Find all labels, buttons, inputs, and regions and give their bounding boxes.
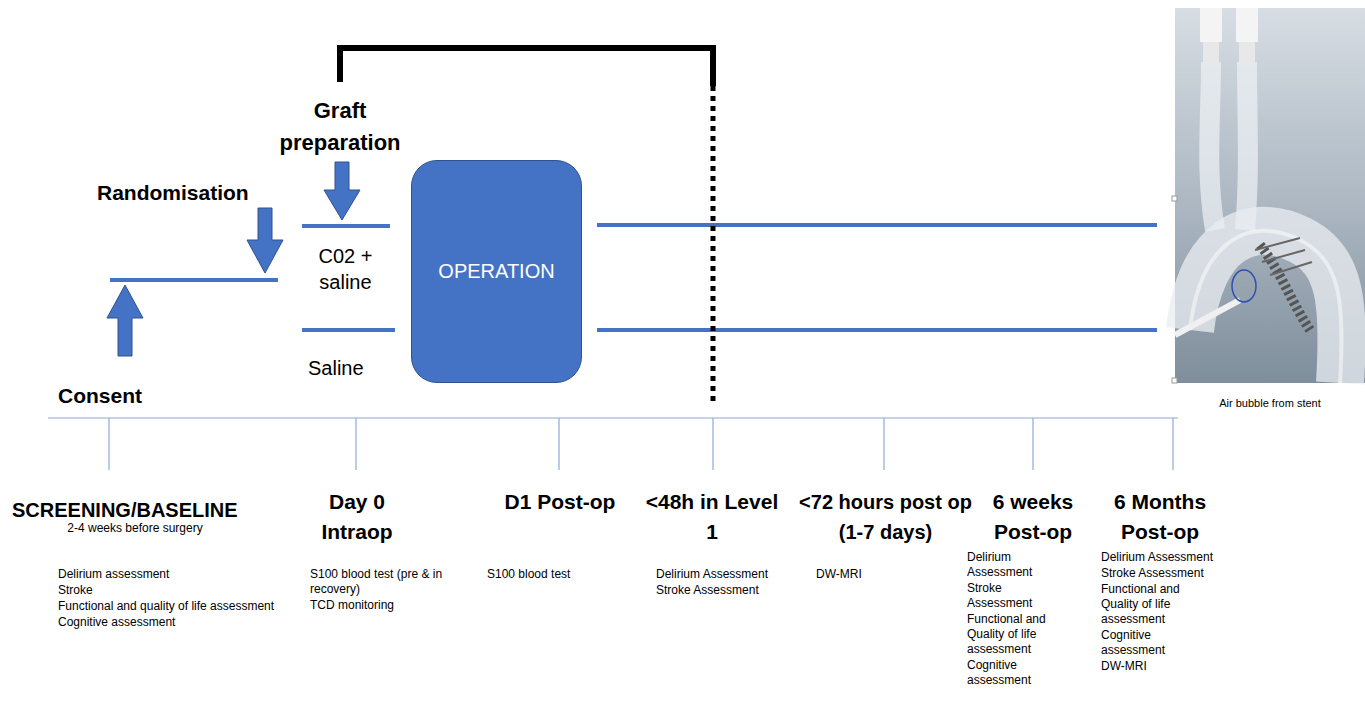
assessment-item: Functional and quality of life assessmen… (58, 599, 298, 614)
assessment-item: Stroke (58, 583, 298, 598)
assessment-item: Functional and Quality of life assessmen… (1101, 582, 1216, 627)
assessment-list: Delirium AssessmentStroke AssessmentFunc… (1101, 550, 1216, 675)
process-box: OPERATION (411, 160, 582, 383)
aortic-model-photo (1172, 8, 1365, 383)
assessment-list: Delirium AssessmentStroke Assessment (656, 567, 796, 599)
assessment-item: Delirium Assessment (967, 550, 1067, 580)
timepoint-note: 2-4 weeks before surgery (40, 521, 230, 535)
assessment-item: Stroke Assessment (967, 581, 1067, 611)
bracket (340, 48, 713, 86)
step-label: Consent (58, 383, 142, 408)
timepoint-heading: Day 0 Intraop (297, 487, 417, 547)
timepoint-heading: 6 weeks Post-op (973, 487, 1093, 547)
arm-label: C02 + saline (298, 243, 393, 295)
assessment-item: Cognitive assessment (967, 658, 1067, 688)
timeline-ticks (109, 418, 1173, 470)
assessment-item: Delirium Assessment (656, 567, 796, 582)
assessment-item: TCD monitoring (310, 598, 478, 613)
dotted-line (711, 86, 716, 405)
arm-label: Saline (308, 356, 364, 380)
timepoint-heading: <72 hours post op (1-7 days) (798, 487, 973, 547)
assessment-item: Stroke Assessment (1101, 566, 1216, 581)
assessment-item: DW-MRI (1101, 659, 1216, 674)
step-label: Randomisation (97, 180, 249, 205)
step-label: Graft preparation (270, 95, 410, 159)
timeline-axis (48, 417, 1178, 418)
assessment-item: Functional and Quality of life assessmen… (967, 612, 1067, 657)
timepoint-heading: D1 Post-op (490, 487, 630, 517)
image-caption: Air bubble from stent (1200, 397, 1340, 410)
assessment-list: Delirium AssessmentStroke AssessmentFunc… (967, 550, 1067, 689)
assessment-list: S100 blood test (487, 567, 627, 583)
timepoint-heading: 6 Months Post-op (1100, 487, 1220, 547)
assessment-item: Delirium Assessment (1101, 550, 1216, 565)
assessment-item: Stroke Assessment (656, 583, 796, 598)
assessment-list: DW-MRI (816, 567, 936, 583)
timepoint-heading: SCREENING/BASELINE (12, 498, 238, 522)
assessment-item: S100 blood test (487, 567, 627, 582)
assessment-item: Cognitive assessment (1101, 628, 1216, 658)
box-text: OPERATION (438, 260, 554, 283)
assessment-item: Cognitive assessment (58, 615, 298, 630)
assessment-list: Delirium assessmentStrokeFunctional and … (58, 567, 298, 631)
assessment-item: Delirium assessment (58, 567, 298, 582)
assessment-item: DW-MRI (816, 567, 936, 582)
assessment-list: S100 blood test (pre & in recovery)TCD m… (310, 567, 478, 614)
timepoint-heading: <48h in Level 1 (642, 487, 782, 547)
assessment-item: S100 blood test (pre & in recovery) (310, 567, 478, 597)
